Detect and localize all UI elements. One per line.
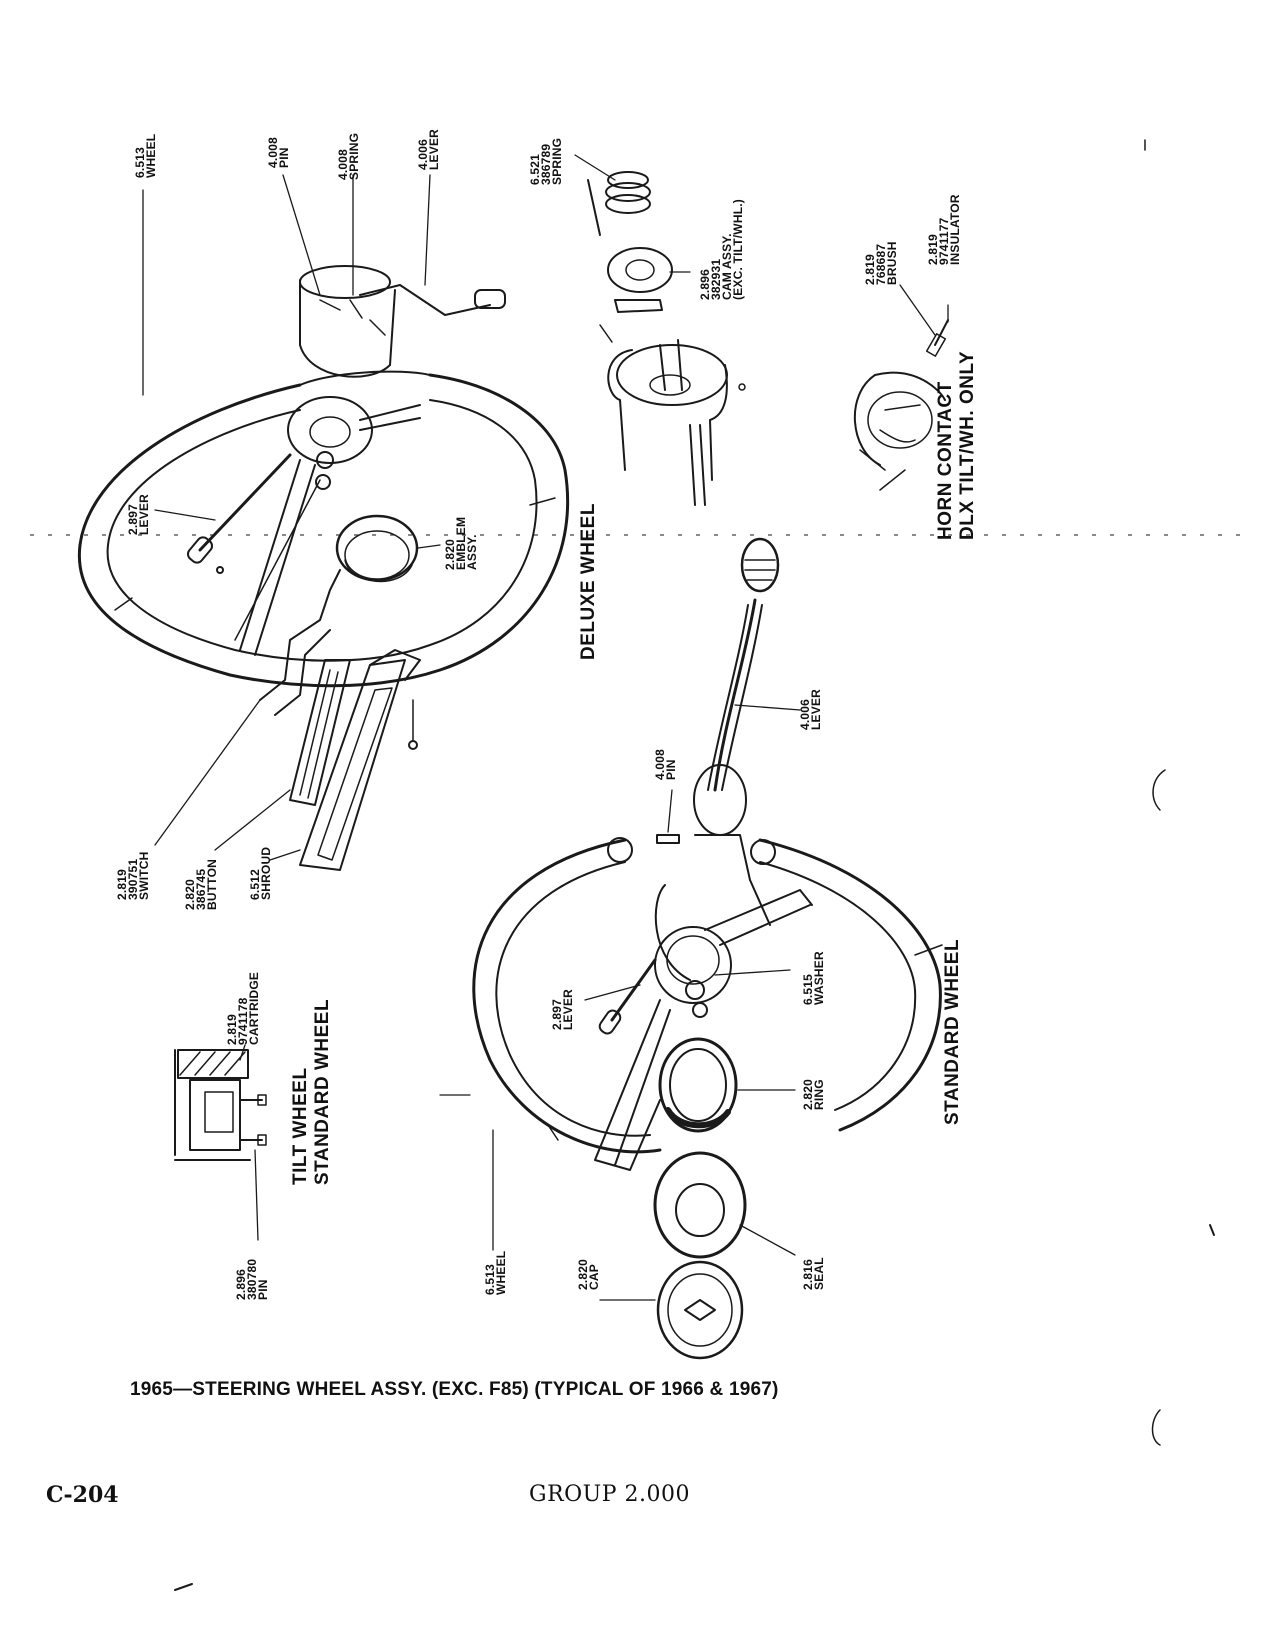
title-tilt-standard: TILT WHEEL STANDARD WHEEL	[290, 999, 334, 1185]
deluxe-wheel-drawing	[77, 265, 570, 871]
label-spring-386789: 6.521 386789 SPRING	[528, 137, 564, 185]
title-line: STANDARD WHEEL	[312, 998, 333, 1185]
standard-wheel-drawing	[472, 537, 943, 1360]
label-line: LEVER	[809, 688, 823, 730]
title-line: TILT WHEEL	[290, 1067, 311, 1185]
label-line: LEVER	[427, 128, 441, 170]
label-line: SPRING	[550, 137, 564, 185]
standard-leader-lines	[439, 704, 801, 1301]
label-shroud: 6.512 SHROUD	[248, 846, 273, 900]
title-line: HORN CONTACT	[935, 381, 956, 540]
label-insulator: 2.819 9741177 INSULATOR	[926, 194, 962, 265]
label-wheel-std: 6.513 WHEEL	[483, 1250, 508, 1295]
title-horn-contact: HORN CONTACT DLX TILT/WH. ONLY	[935, 351, 979, 540]
horn-contact-drawing	[854, 139, 1146, 491]
label-pin-380780: 2.896 380780 PIN	[234, 1259, 270, 1300]
label-line: SPRING	[347, 132, 361, 180]
label-line: PIN	[664, 759, 678, 780]
label-line: CARTRIDGE	[247, 971, 261, 1045]
label-pin-std: 4.008 PIN	[653, 749, 678, 780]
label-line: WASHER	[812, 951, 826, 1005]
label-line: PIN	[256, 1279, 270, 1300]
label-deluxe-wheel: 6.513 WHEEL	[133, 133, 158, 178]
label-lever-2897-deluxe: 2.897 LEVER	[126, 493, 151, 535]
label-ring: 2.820 RING	[801, 1079, 826, 1110]
label-line: PIN	[277, 147, 291, 168]
label-line: ASSY.	[465, 534, 479, 570]
label-pin-top: 4.008 PIN	[266, 137, 291, 168]
title-line: DLX TILT/WH. ONLY	[957, 351, 978, 540]
label-line: SHROUD	[259, 846, 273, 900]
scan-marks	[174, 769, 1215, 1591]
label-line: WHEEL	[144, 133, 158, 178]
tilt-cartridge-drawing	[174, 1044, 267, 1241]
label-cap: 2.820 CAP	[576, 1259, 601, 1290]
label-line: (EXC. TILT/WHL.)	[731, 199, 745, 300]
title-line: STANDARD WHEEL	[942, 938, 963, 1125]
label-switch: 2.819 390751 SWITCH	[115, 851, 151, 900]
label-line: WHEEL	[494, 1250, 508, 1295]
cam-assembly-drawing	[574, 154, 746, 506]
label-washer: 6.515 WASHER	[801, 951, 826, 1005]
page-number: C-204	[46, 1482, 119, 1508]
label-lever-2897-std: 2.897 LEVER	[550, 988, 575, 1030]
label-seal: 2.816 SEAL	[801, 1257, 826, 1290]
label-lever-top: 4.006 LEVER	[416, 128, 441, 170]
title-line: DELUXE WHEEL	[578, 503, 599, 660]
label-line: LEVER	[561, 988, 575, 1030]
label-line: INSULATOR	[948, 194, 962, 265]
label-line: BRUSH	[885, 241, 899, 285]
group-number: GROUP 2.000	[529, 1482, 690, 1507]
label-line: SWITCH	[137, 851, 151, 900]
title-standard-wheel: STANDARD WHEEL	[942, 939, 964, 1125]
label-line: CAP	[587, 1264, 601, 1290]
label-line: LEVER	[137, 493, 151, 535]
title-deluxe-wheel: DELUXE WHEEL	[578, 503, 600, 660]
label-line: SEAL	[812, 1257, 826, 1290]
label-button: 2.820 386745 BUTTON	[183, 859, 219, 910]
label-line: BUTTON	[205, 859, 219, 910]
label-cartridge: 2.819 9741178 CARTRIDGE	[225, 971, 261, 1045]
deluxe-leader-lines	[142, 174, 441, 861]
figure-caption: 1965—STEERING WHEEL ASSY. (EXC. F85) (TY…	[130, 1379, 779, 1400]
label-spring-top: 4.008 SPRING	[336, 132, 361, 180]
label-emblem: 2.820 EMBLEM ASSY.	[443, 517, 479, 570]
label-cam-assy: 2.896 382931 CAM ASSY. (EXC. TILT/WHL.)	[698, 199, 745, 300]
label-line: RING	[812, 1079, 826, 1110]
label-lever-std: 4.006 LEVER	[798, 688, 823, 730]
label-brush: 2.819 768687 BRUSH	[863, 241, 899, 285]
